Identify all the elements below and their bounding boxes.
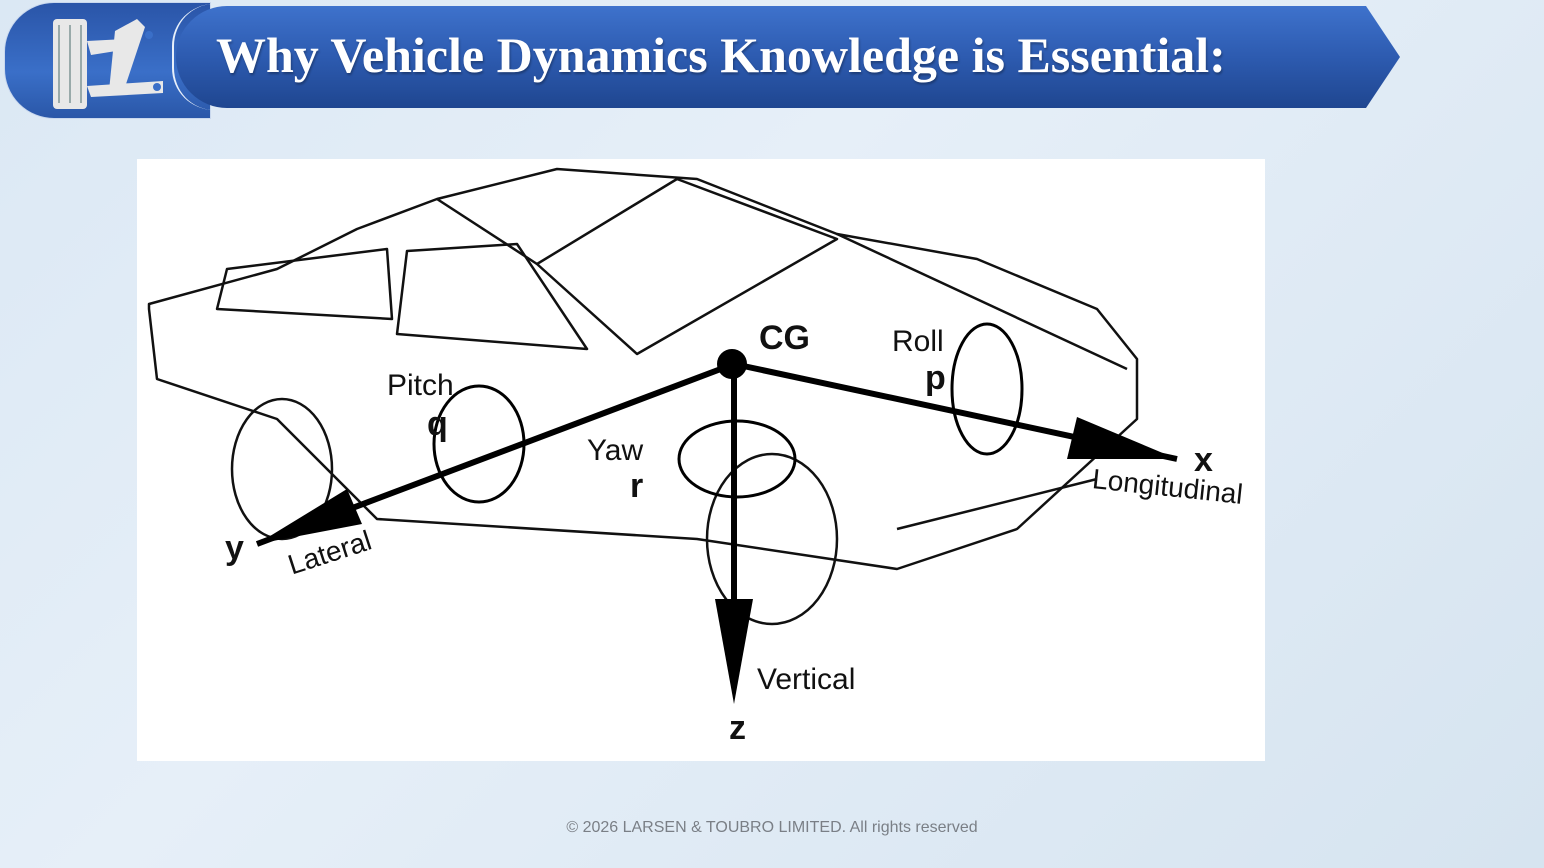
yaw-symbol: r bbox=[630, 467, 644, 505]
yaw-arrow bbox=[677, 419, 797, 499]
yaw-label: Yaw bbox=[587, 434, 644, 467]
pitch-arrow bbox=[432, 384, 526, 504]
roll-symbol: p bbox=[925, 359, 946, 397]
title-banner bbox=[176, 6, 1400, 108]
x-axis-label: x bbox=[1194, 441, 1213, 479]
cg-label: CG bbox=[759, 319, 810, 357]
title-divider bbox=[172, 4, 214, 110]
y-axis-label: y bbox=[225, 529, 244, 567]
car-outline-drawing bbox=[147, 167, 1178, 704]
roll-label: Roll bbox=[892, 325, 944, 358]
vertical-label: Vertical bbox=[757, 663, 856, 696]
roll-arrow bbox=[950, 322, 1024, 456]
suspension-tire-icon bbox=[53, 19, 163, 109]
copyright-footer: © 2026 LARSEN & TOUBRO LIMITED. All righ… bbox=[566, 819, 978, 836]
pitch-label: Pitch bbox=[387, 369, 454, 402]
z-axis-label: z bbox=[729, 709, 746, 747]
pitch-symbol: q bbox=[427, 405, 448, 443]
page-title: Why Vehicle Dynamics Knowledge is Essent… bbox=[216, 27, 1226, 83]
vehicle-axes-diagram: CG Roll p Pitch q Yaw r x Longitudinal y… bbox=[137, 159, 1265, 761]
